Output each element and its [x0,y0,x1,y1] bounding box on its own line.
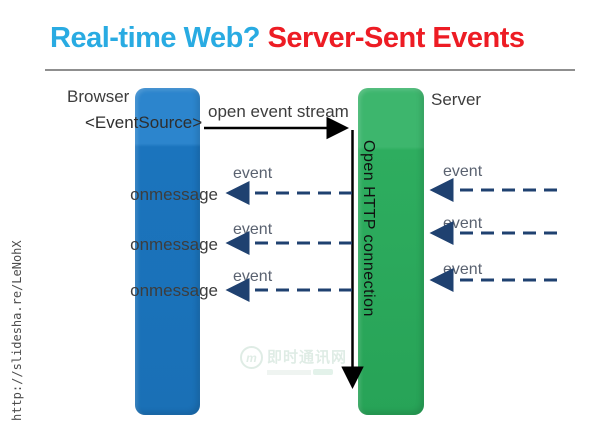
title-highlight: Real-time Web? [50,22,261,54]
title-divider [45,69,575,71]
browser-lifeline-bar [135,88,200,415]
server-label: Server [431,90,482,109]
browser-label: Browser [67,87,130,106]
watermark-subline [267,369,347,375]
slide-title: Real-time Web? Server-Sent Events [50,22,580,55]
onmessage-label-1: onmessage [130,185,218,204]
onmessage-label-3: onmessage [130,281,218,300]
watermark-text: 即时通讯网 [267,349,348,366]
eventsource-label: <EventSource> [85,113,203,132]
open-http-connection-label: Open HTTP connection [360,140,377,317]
onmessage-label-2: onmessage [130,235,218,254]
event-label-left-1: event [233,165,273,182]
event-label-right-1: event [443,163,483,180]
watermark: m 即时通讯网 [240,346,347,375]
watermark-logo-icon: m [240,346,263,369]
server-lifeline-bar [358,88,424,415]
title-main: Server-Sent Events [267,22,525,54]
open-event-stream-label: open event stream [208,102,349,121]
